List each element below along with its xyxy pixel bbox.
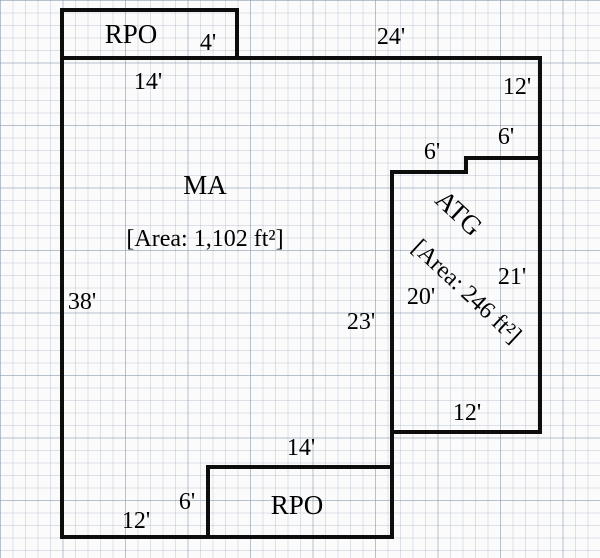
dim-atg-right: 21' — [498, 264, 526, 290]
dim-top-main: 24' — [377, 24, 405, 50]
outer-wall — [60, 8, 542, 539]
room-area-ma: [Area: 1,102 ft²] — [126, 226, 283, 252]
dim-ma-right: 23' — [347, 309, 375, 335]
room-label-ma: MA — [183, 170, 227, 200]
dim-atg-bottom: 12' — [453, 400, 481, 426]
dim-rpo-bottom-left: 6' — [179, 489, 195, 515]
dim-notch-right: 6' — [498, 124, 514, 150]
room-label-atg: ATG — [430, 184, 489, 242]
wall-outline — [60, 8, 542, 539]
dim-notch-left: 6' — [424, 139, 440, 165]
atg-top-notch-wall — [390, 156, 542, 174]
room-label-rpo-bottom: RPO — [271, 490, 324, 520]
dim-rpo-top-width: 14' — [134, 69, 162, 95]
dim-rpo-top-height: 4' — [200, 30, 216, 56]
room-label-rpo-top: RPO — [105, 19, 158, 49]
dim-left: 38' — [68, 289, 96, 315]
dim-right-upper: 12' — [503, 74, 531, 100]
dim-bottom-left: 12' — [122, 508, 150, 534]
dim-atg-left: 20' — [407, 284, 435, 310]
dim-rpo-bottom-top: 14' — [287, 435, 315, 461]
